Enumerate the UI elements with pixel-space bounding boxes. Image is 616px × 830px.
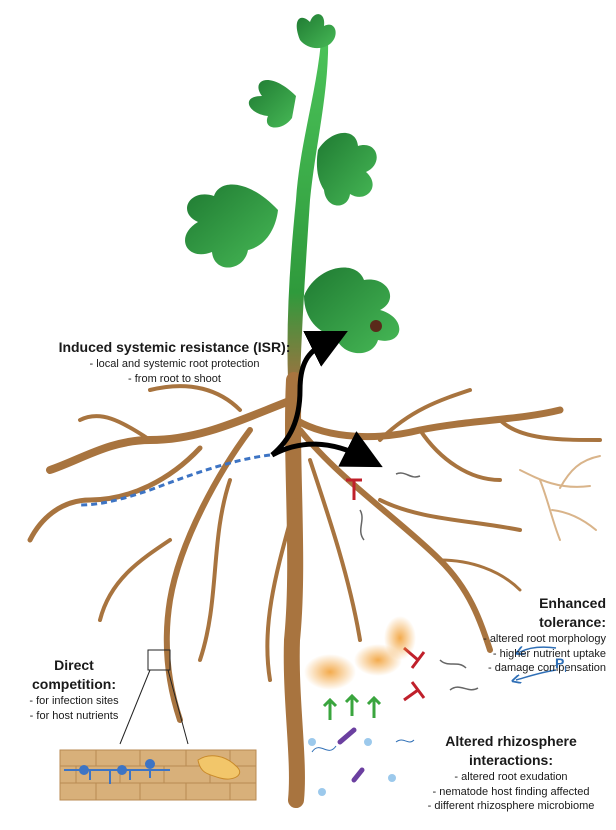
tolerance-line: - damage compensation	[487, 662, 606, 675]
tolerance-label: Enhanced tolerance: - altered root morph…	[470, 594, 606, 676]
isr-title: Induced systemic resistance (ISR):	[58, 339, 291, 355]
zoom-box-icon	[147, 649, 171, 671]
arrow-icon	[270, 431, 383, 468]
tolerance-line: - higher nutrient uptake	[492, 647, 606, 660]
leaf-icon	[248, 80, 296, 128]
tolerance-title: Enhanced tolerance:	[539, 595, 606, 630]
leaf-icon	[316, 132, 377, 206]
leaf-icon	[304, 267, 400, 354]
colonized-root	[79, 453, 271, 507]
leaf-icon	[296, 14, 336, 49]
inhibition-icon	[403, 681, 426, 702]
competition-line: - for infection sites	[29, 694, 119, 707]
arrow-icon	[270, 331, 348, 457]
damaged-root	[519, 455, 601, 541]
isr-line: - local and systemic root protection	[89, 357, 260, 370]
isr-label: Induced systemic resistance (ISR): - loc…	[52, 338, 297, 387]
phosphate-symbol: P	[555, 655, 565, 671]
isr-line: - from root to shoot	[128, 372, 221, 385]
phosphate-label: Pi	[555, 655, 567, 674]
phosphate-arrows	[516, 647, 557, 680]
bacteria-icon	[308, 727, 415, 796]
leaf-icon	[185, 184, 278, 268]
rhizosphere-line: - altered root exudation	[454, 770, 568, 783]
exudation-glow	[384, 616, 416, 660]
root-cell-detail	[59, 749, 257, 801]
arrow-icon	[322, 693, 382, 720]
rhizosphere-line: - different rhizosphere microbiome	[427, 800, 595, 813]
stem	[287, 30, 329, 380]
competition-title: Direct competition:	[32, 657, 116, 692]
phosphate-subscript: i	[564, 664, 567, 674]
rhizosphere-title: Altered rhizosphere interactions:	[445, 733, 577, 768]
nematode-icon	[359, 472, 479, 691]
zoom-lines	[119, 669, 189, 745]
tolerance-line: - altered root morphology	[483, 632, 606, 645]
inhibition-icon	[346, 478, 362, 500]
rhizosphere-label: Altered rhizosphere interactions: - alte…	[408, 732, 614, 814]
exudation-glow	[304, 654, 356, 690]
hyphae-icon	[64, 759, 170, 784]
rhizosphere-line: - nematode host finding affected	[432, 785, 590, 798]
competition-line: - for host nutrients	[29, 709, 119, 722]
competition-label: Direct competition: - for infection site…	[14, 656, 134, 723]
root-system	[27, 372, 602, 808]
